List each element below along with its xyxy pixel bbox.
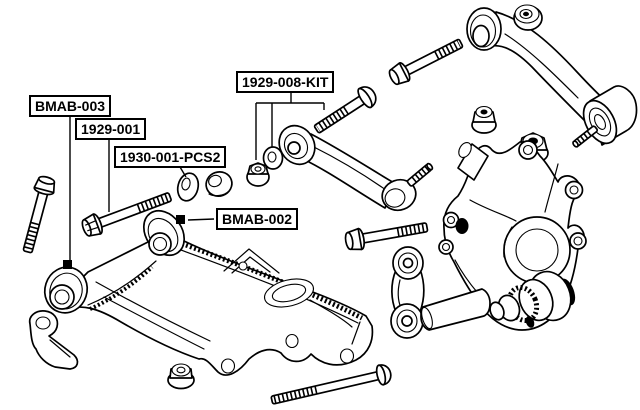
leader-bmab-003 bbox=[63, 116, 72, 269]
flange-nut-mid bbox=[471, 105, 497, 134]
part-label-bmab-002: BMAB-002 bbox=[216, 208, 299, 230]
lower-arm-front-bushing bbox=[43, 266, 89, 314]
part-label-1930-001-pcs2: 1930-001-PCS2 bbox=[114, 146, 227, 168]
leader-bmab-002 bbox=[176, 215, 215, 224]
sensor-bracket bbox=[28, 310, 79, 370]
lower-arm-rear-bushing bbox=[142, 209, 186, 257]
upper-control-arm bbox=[466, 7, 638, 148]
toe-link-arm bbox=[278, 124, 434, 212]
mid-bolt bbox=[344, 222, 429, 251]
upper-arm-outer-bushing bbox=[572, 85, 638, 148]
part-label-1929-008-kit: 1929-008-KIT bbox=[236, 71, 335, 93]
spacer-sleeve bbox=[420, 288, 491, 331]
hub-splines bbox=[489, 270, 576, 328]
part-label-1929-001: 1929-001 bbox=[75, 118, 147, 140]
washer-1930-001 bbox=[176, 172, 200, 202]
upper-arm-bolt bbox=[388, 38, 464, 86]
bolt-left bbox=[22, 175, 56, 254]
leader-1929-008-kit bbox=[255, 93, 325, 160]
part-label-bmab-003: BMAB-003 bbox=[29, 95, 112, 117]
flange-nut-bottom-left bbox=[167, 363, 195, 390]
kit-nut bbox=[246, 162, 270, 187]
leader-1930-001-pcs2 bbox=[179, 166, 187, 178]
kit-bolt bbox=[313, 86, 377, 134]
flange-nut-top-right bbox=[513, 4, 543, 31]
rear-knuckle bbox=[438, 140, 587, 331]
grommet-bushing bbox=[205, 171, 233, 197]
bolt-1929-001 bbox=[81, 192, 172, 237]
bottom-bolt bbox=[270, 364, 392, 405]
stabilizer-link bbox=[390, 246, 425, 339]
lower-control-arm bbox=[43, 209, 374, 376]
kit-washer bbox=[262, 146, 284, 170]
